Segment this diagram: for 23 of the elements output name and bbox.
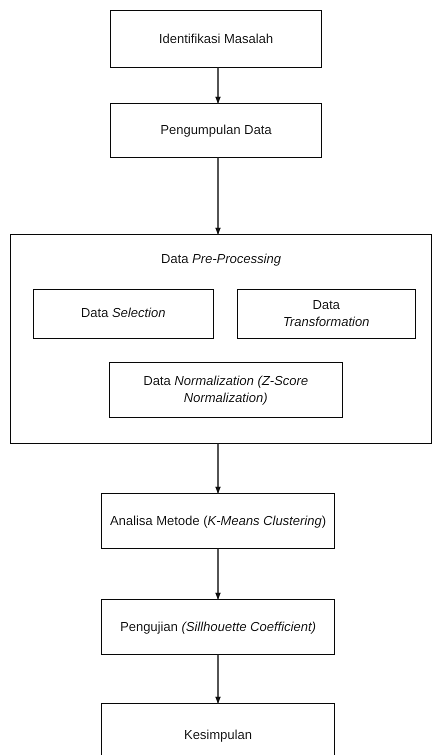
process-box bbox=[101, 493, 335, 549]
box-label: Pengujian (Sillhouette Coefficient) bbox=[120, 618, 316, 636]
arrow bbox=[215, 655, 221, 704]
process-box bbox=[110, 103, 322, 158]
process-box bbox=[110, 10, 322, 68]
process-box bbox=[101, 599, 335, 655]
box-label: Data Selection bbox=[80, 305, 166, 322]
process-box bbox=[236, 288, 416, 339]
group-title: Data Pre-Processing bbox=[161, 251, 281, 268]
box-label: Pengumpulan Data bbox=[160, 122, 272, 139]
box-label: Analisa Metode (K-Means Clustering) bbox=[110, 512, 326, 530]
arrow bbox=[215, 158, 221, 235]
box-label: Data Normalization (Z-Score Normalization) bbox=[142, 372, 310, 407]
process-box bbox=[32, 288, 214, 339]
process-box bbox=[101, 703, 335, 755]
process-box bbox=[108, 362, 343, 418]
arrow bbox=[215, 444, 221, 494]
box-label: Data Transformation bbox=[282, 296, 370, 331]
box-label: Kesimpulan bbox=[184, 726, 252, 744]
box-label: Identifikasi Masalah bbox=[158, 30, 274, 48]
arrow bbox=[215, 68, 221, 104]
group-container bbox=[10, 234, 432, 444]
arrow bbox=[215, 549, 221, 600]
